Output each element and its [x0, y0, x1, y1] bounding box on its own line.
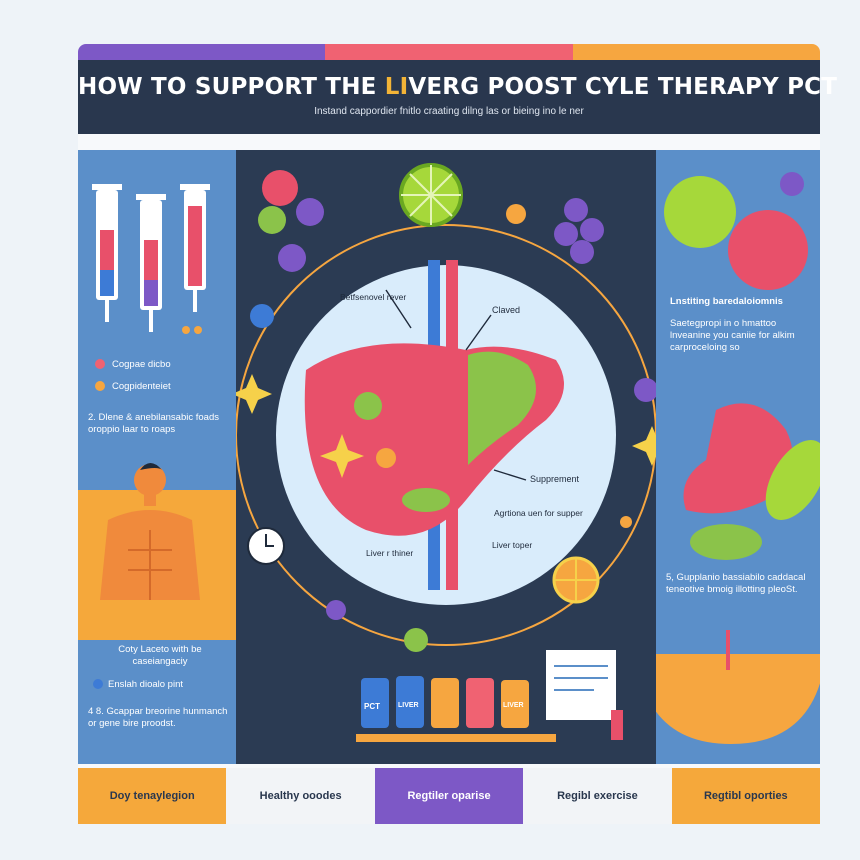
stomach-icon [683, 403, 820, 560]
footer-item-4: Regibl exercise [523, 768, 672, 824]
label-liver-thiner: Liver r thiner [366, 548, 414, 558]
dot-icon [194, 326, 202, 334]
left-panel: Cogpae dicbo Cogpidenteiet 2. Dlene & an… [78, 150, 236, 764]
berry-icon [634, 378, 656, 402]
legend-dot-icon [95, 359, 105, 369]
left-panel-illustrations [78, 184, 236, 689]
center-illustration [236, 163, 656, 742]
bottle-label-2: LIVER [398, 702, 419, 709]
berry-icon [506, 204, 526, 224]
label-agnition: Agrtiona uen for supper [494, 508, 583, 518]
legend-item-3: Enslah dioalo pint [108, 679, 183, 690]
bowl-icon [656, 630, 820, 744]
right-panel: Lnstiting baredaloiomnis Saetegpropi in … [656, 150, 820, 764]
label-nerve: Betfsenovel rever [340, 292, 407, 302]
right-heading: Lnstiting baredaloiomnis [670, 296, 783, 307]
sparkle-icon [320, 434, 364, 478]
label-supplement: Supprement [530, 474, 580, 484]
cell-icon [354, 392, 382, 420]
header-banner: HOW TO SUPPORT THE LIVERG POOST CYLE THE… [78, 60, 837, 134]
title-part: VERG POOST CYLE THERAPY PCT [408, 74, 838, 100]
legend-item-1: Cogpae dicbo [112, 359, 171, 370]
label-cleved: Claved [492, 305, 521, 315]
footer-item-1: Doy tenaylegion [78, 768, 227, 824]
footer-bar: Doy tenaylegion Healthy ooodes Regtiler … [78, 768, 821, 824]
berry-icon [278, 244, 306, 272]
legend-dot-icon [93, 679, 103, 689]
right-paragraph: Saetegpropi in o hmattoo lnveanine you c… [670, 318, 795, 353]
cell-icon [376, 448, 396, 468]
berry-icon [404, 628, 428, 652]
title-highlight: LI [384, 74, 409, 100]
title-part: HOW TO SUPPORT THE [78, 74, 385, 100]
step-2-text: 2. Dlene & anebilansabic foads oroppio l… [88, 412, 219, 435]
body-caption: Coty Laceto with be caseiangaciy [118, 644, 202, 667]
syringe-icon [92, 184, 122, 322]
supplement-bottles [356, 676, 556, 742]
liver-lobe-green [468, 351, 536, 465]
page-subtitle: Instand cappordier fnitlo craating dilng… [314, 106, 584, 117]
step-4-text: 4 8. Gcappar breorine hunmanch or gene b… [88, 706, 228, 729]
dot-icon [182, 326, 190, 334]
clipboard-icon [546, 650, 623, 740]
syringe-icon [136, 194, 166, 332]
orange-icon [552, 556, 600, 604]
page-title: HOW TO SUPPORT THE LIVERG POOST CYLE THE… [78, 60, 837, 100]
footer-item-3: Regtiler oparise [374, 768, 524, 824]
label-liver-toper: Liver toper [492, 540, 533, 550]
center-panel: Betfsenovel rever Claved Supprement Agrt… [236, 150, 656, 764]
syringe-icon [180, 184, 210, 312]
leaf-icon [402, 488, 450, 512]
torso-icon [100, 463, 200, 600]
apple-icon [664, 176, 808, 290]
berry-icon [780, 172, 804, 196]
apple-icon [258, 170, 324, 234]
grapes-icon [554, 198, 604, 264]
clock-icon [247, 527, 285, 565]
legend-dot-icon [95, 381, 105, 391]
right-panel-illustrations [656, 172, 820, 744]
star-icon [236, 374, 272, 414]
berry-icon [250, 304, 274, 328]
berry-icon [326, 600, 346, 620]
step-5-text: 5, Gupplanio bassiabilo caddacal teneoti… [666, 572, 806, 595]
top-color-stripe [78, 44, 820, 60]
legend-item-2: Cogpidenteiet [112, 381, 171, 392]
footer-item-5: Regtibl oporties [671, 768, 821, 824]
star-icon [632, 426, 656, 466]
dot-icon [620, 516, 632, 528]
bottle-label-1: PCT [364, 702, 380, 711]
bottle-label-5: LIVER [503, 702, 524, 709]
orbit-ring [236, 224, 656, 646]
lime-icon [399, 163, 463, 227]
footer-item-2: Healthy ooodes [226, 768, 375, 824]
